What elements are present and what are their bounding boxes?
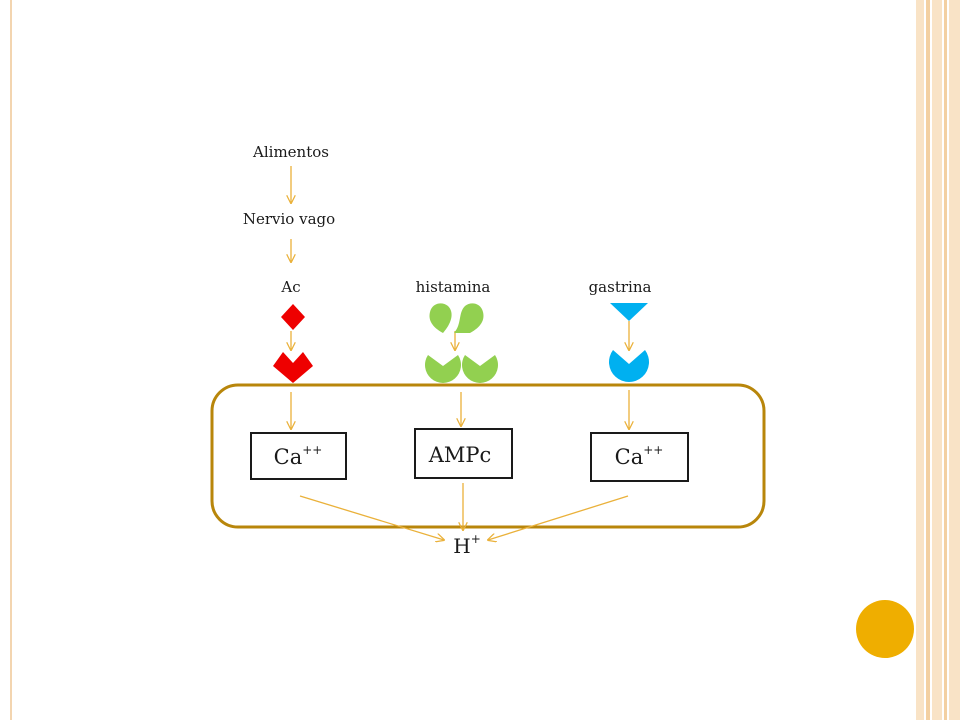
ca-box-left	[250, 432, 347, 480]
ca-left-label: Ca++	[273, 443, 323, 469]
acetylcholine-ligand-shape	[281, 304, 305, 330]
label-histamina: histamina	[415, 278, 491, 296]
ca-box-right	[590, 432, 689, 482]
ca-right-label: Ca++	[614, 443, 664, 469]
label-alimentos: Alimentos	[253, 143, 329, 161]
h-plus-label: H+	[453, 532, 481, 558]
acetylcholine-receptor-shape	[273, 352, 313, 383]
decorative-stripes	[916, 0, 960, 720]
histamine-ligand-right-shape	[454, 303, 484, 333]
accent-circle	[856, 600, 914, 658]
histamine-receptor-left-shape	[424, 355, 461, 383]
arrow-ca-left-to-h	[299, 495, 444, 540]
ampc-label: AMPc	[428, 443, 492, 467]
histamine-receptor-right-shape	[462, 355, 498, 383]
slide-left-border	[0, 0, 12, 720]
histamine-ligand-left-shape	[429, 303, 452, 333]
ampc-box	[414, 428, 513, 479]
parietal-cell-outline	[210, 383, 766, 529]
gastrin-receptor-shape	[609, 350, 649, 382]
label-ac: Ac	[281, 278, 301, 296]
arrow-ca-right-to-h	[488, 495, 629, 540]
label-gastrina: gastrina	[588, 278, 652, 296]
label-nervio-vago: Nervio vago	[242, 210, 336, 228]
gastrin-ligand-shape	[610, 303, 648, 321]
